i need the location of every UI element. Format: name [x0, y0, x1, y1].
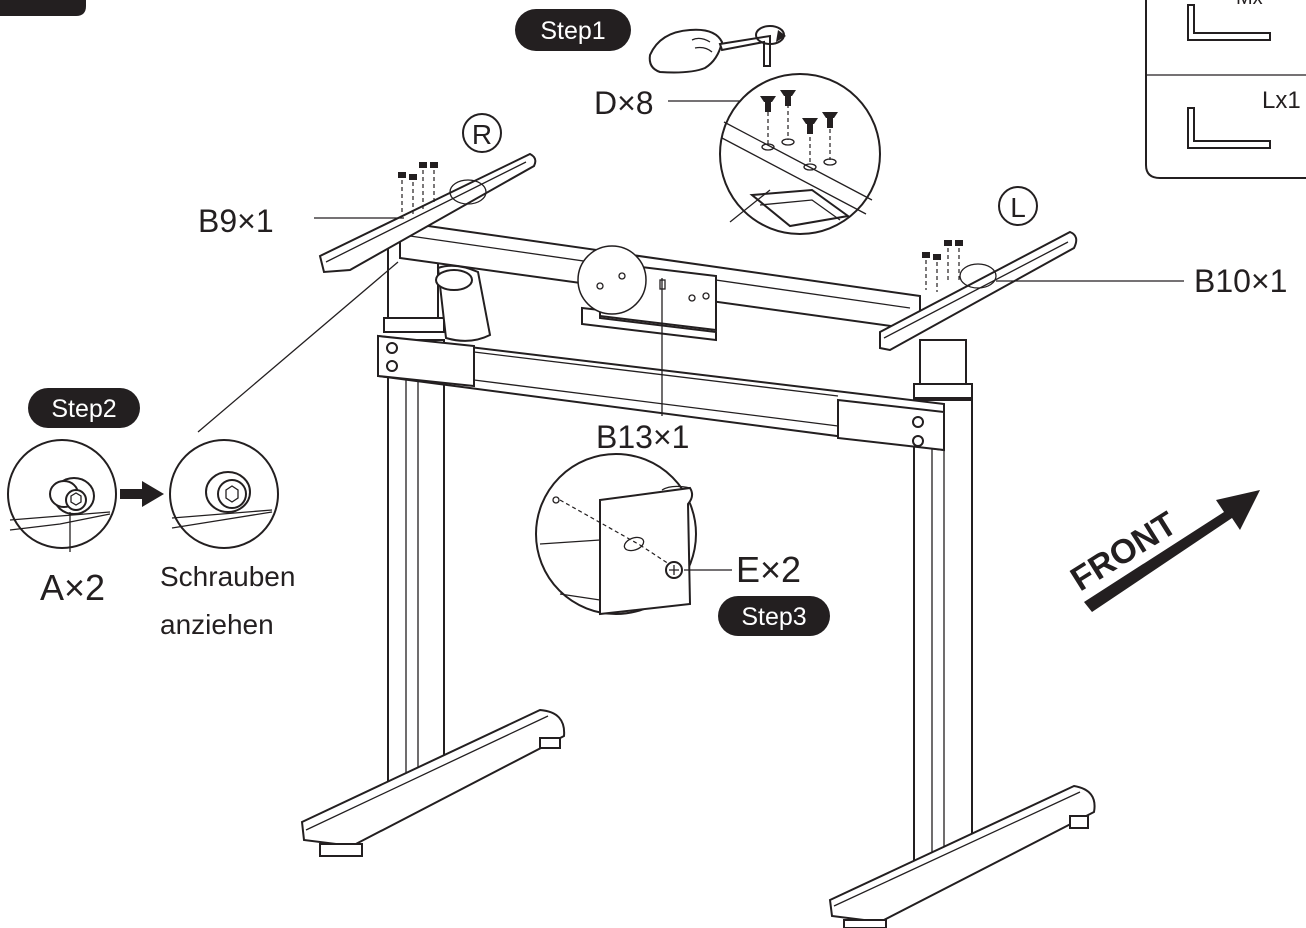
svg-text:L: L	[1010, 192, 1026, 223]
step2-badge: Step2	[28, 388, 140, 428]
leg-column-left	[913, 339, 973, 871]
page-corner-tab	[0, 0, 86, 16]
part-label-e: E×2	[736, 549, 801, 590]
step1-badge: Step1	[515, 9, 631, 51]
svg-text:Step3: Step3	[741, 603, 806, 631]
part-label-a: A×2	[40, 567, 105, 608]
hex-key-icon	[1187, 4, 1271, 41]
detail-circle-a-before	[7, 439, 117, 549]
tool-legend-top-label: Mx	[1236, 0, 1263, 9]
top-bracket-b9	[318, 152, 537, 274]
right-side-mark: R	[462, 113, 502, 153]
foot-left	[828, 784, 1096, 928]
step3-badge: Step3	[718, 596, 830, 636]
hand-wrench-icon	[648, 25, 786, 74]
arrow-icon	[120, 481, 164, 507]
part-label-b9: B9×1	[198, 203, 274, 239]
tool-legend-box: Mx Lx1	[1145, 0, 1306, 179]
control-bracket	[577, 245, 717, 342]
part-label-d: D×8	[594, 85, 654, 121]
svg-text:Step2: Step2	[51, 395, 116, 423]
detail-circle-a-after	[169, 439, 279, 549]
top-bracket-b10	[879, 230, 1078, 352]
hex-key-icon	[1187, 107, 1271, 149]
detail-circle-d-screws	[719, 73, 881, 235]
detail-circle-e-screws	[535, 453, 697, 616]
left-side-mark: L	[998, 186, 1038, 226]
foot-right	[300, 708, 566, 857]
instruction-line-2: anziehen	[160, 609, 274, 640]
instruction-line-1: Schrauben	[160, 561, 295, 592]
part-label-b13: B13×1	[596, 419, 689, 455]
part-label-b10: B10×1	[1194, 263, 1287, 299]
tool-legend-bottom-label: Lx1	[1262, 87, 1301, 114]
leg-column-right	[383, 239, 445, 791]
svg-text:R: R	[472, 119, 492, 150]
front-direction-arrow: FRONT	[1064, 490, 1260, 612]
svg-text:Step1: Step1	[540, 17, 605, 45]
